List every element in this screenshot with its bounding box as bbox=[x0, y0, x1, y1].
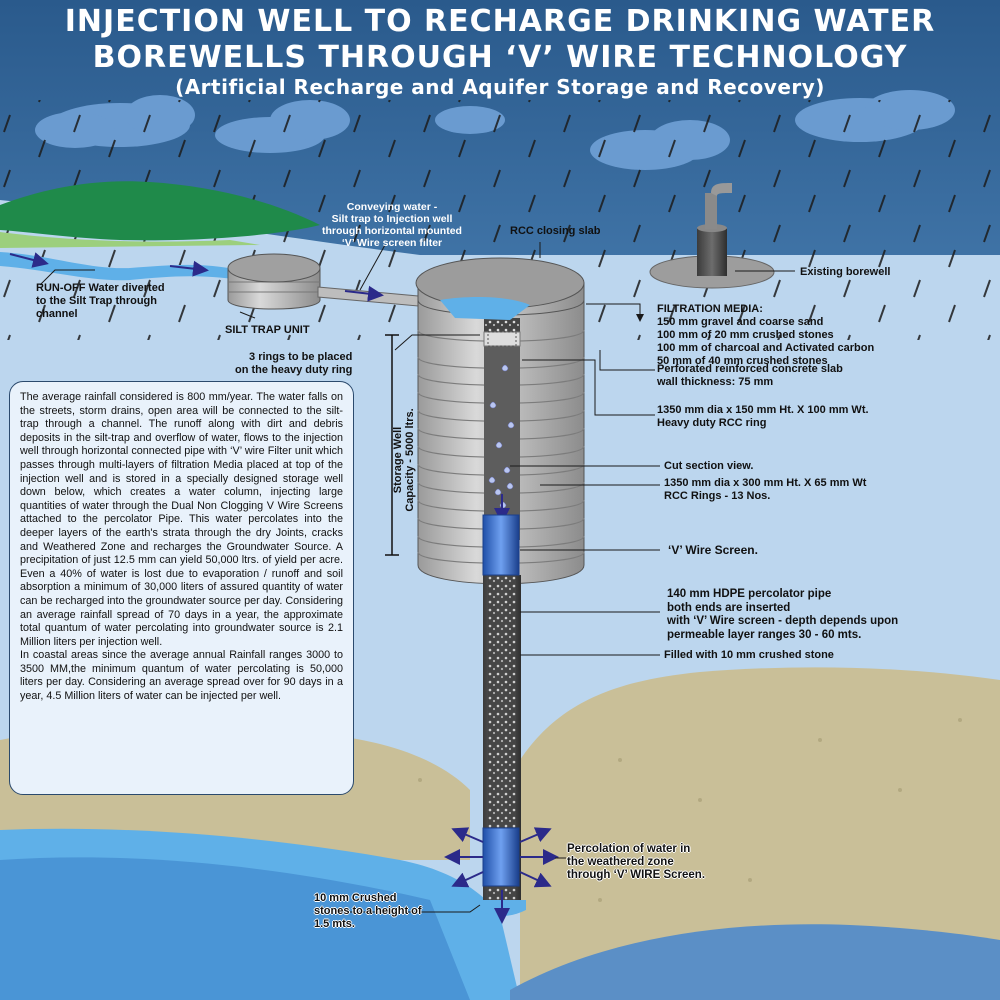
percolator-pipe-label: 140 mm HDPE percolator pipe both ends ar… bbox=[667, 588, 899, 641]
page-subtitle: (Artificial Recharge and Aquifer Storage… bbox=[175, 75, 825, 99]
runoff-label: RUN-OFF Water diverted to the Silt Trap … bbox=[36, 282, 165, 320]
crushed-stones-label: 10 mm Crushed stones to a height of 1.5 … bbox=[314, 892, 422, 930]
groundwater-right bbox=[510, 924, 1000, 1000]
runoff-channel bbox=[0, 252, 240, 281]
percolator-pipe bbox=[478, 514, 526, 916]
description-paragraph-1: The average rainfall considered is 800 m… bbox=[20, 391, 343, 648]
rcc-rings-label: 1350 mm dia x 300 mm Ht. X 65 mm Wt RCC … bbox=[664, 477, 867, 502]
filled-stone-label: Filled with 10 mm crushed stone bbox=[664, 649, 834, 661]
page-title-line2: BOREWELLS THROUGH ‘V’ WIRE TECHNOLOGY bbox=[92, 40, 908, 75]
cut-section-label: Cut section view. bbox=[664, 460, 754, 472]
existing-borewell-label: Existing borewell bbox=[800, 266, 891, 278]
conveying-label: Conveying water - Silt trap to Injection… bbox=[322, 201, 462, 249]
description-paragraph-2: In coastal areas since the average annua… bbox=[20, 649, 343, 703]
silt-trap-label: SILT TRAP UNIT bbox=[225, 324, 310, 336]
storage-well-label-wrap: Storage Well Capacity - 5000 ltrs. bbox=[392, 400, 422, 520]
leader-lines bbox=[39, 242, 795, 913]
filtration-media-label: FILTRATION MEDIA: 150 mm gravel and coar… bbox=[657, 303, 875, 367]
injection-well bbox=[415, 257, 585, 585]
heavy-ring-label: 1350 mm dia x 150 mm Ht. X 100 mm Wt. He… bbox=[657, 404, 869, 429]
description-box: The average rainfall considered is 800 m… bbox=[9, 381, 354, 795]
perforated-slab-label: Perforated reinforced concrete slab wall… bbox=[657, 363, 843, 388]
v-wire-screen-bottom bbox=[482, 827, 520, 887]
rcc-slab-label: RCC closing slab bbox=[510, 225, 601, 237]
silt-trap bbox=[227, 253, 321, 310]
rings-label: 3 rings to be placed on the heavy duty r… bbox=[235, 351, 353, 376]
v-wire-screen-top bbox=[482, 514, 520, 576]
storage-well-label: Storage Well Capacity - 5000 ltrs. bbox=[392, 408, 416, 512]
v-wire-screen-label: ‘V’ Wire Screen. bbox=[668, 543, 758, 557]
soil-right bbox=[520, 667, 1000, 1000]
green-hill bbox=[0, 181, 320, 241]
existing-borewell bbox=[649, 183, 775, 289]
percolation-label: Percolation of water in the weathered zo… bbox=[567, 843, 706, 881]
page-title-line1: INJECTION WELL TO RECHARGE DRINKING WATE… bbox=[64, 4, 936, 39]
percolation-arrows bbox=[444, 827, 559, 924]
